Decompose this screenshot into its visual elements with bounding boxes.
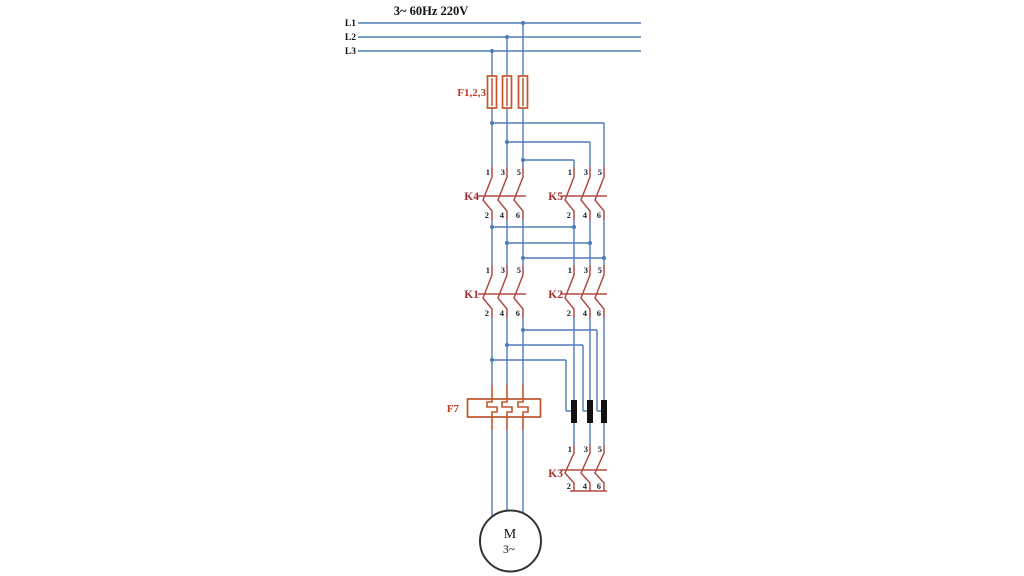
terminal-number: 4: [583, 210, 588, 220]
contactor-label: K1: [464, 289, 479, 301]
motor: M 3~: [479, 509, 542, 573]
contact-pole: [564, 445, 575, 491]
fuse-bank: F1,2,3: [457, 75, 529, 109]
terminal-number: 4: [583, 308, 588, 318]
contactor-label: K2: [548, 289, 563, 301]
contact-pole: [513, 265, 524, 318]
terminal-number: 5: [517, 265, 521, 275]
junction-dot: [601, 255, 607, 261]
contact-pole: [497, 265, 508, 318]
contact-pole: [580, 167, 591, 220]
contactor-k5: K5 1 3 5 2 4 6: [548, 167, 607, 220]
terminal-number: 4: [500, 308, 505, 318]
terminal-number: 6: [516, 210, 520, 220]
contact-pole: [564, 265, 575, 318]
terminal-number: 2: [567, 481, 571, 491]
junction-dot: [504, 139, 510, 145]
contactor-k4: K4 1 3 5 2 4 6: [464, 167, 526, 220]
terminal-number: 2: [485, 210, 489, 220]
terminal-number: 2: [567, 210, 571, 220]
motor-label: M: [504, 527, 517, 542]
contact-pole: [497, 167, 508, 220]
junction-dot: [489, 48, 495, 54]
terminal-number: 6: [516, 308, 520, 318]
terminal-number: 5: [517, 167, 521, 177]
junction-dot: [489, 120, 495, 126]
junction-dot: [504, 342, 510, 348]
terminal-number: 3: [501, 167, 505, 177]
overload-heater-element: [517, 385, 529, 430]
junction-dot: [520, 20, 526, 26]
overload-relay-f7: F7: [447, 385, 542, 430]
terminal-number: 1: [568, 265, 572, 275]
junction-dot: [504, 240, 510, 246]
contact-pole: [594, 445, 605, 491]
terminal-bar: [587, 400, 593, 423]
overload-label: F7: [447, 403, 460, 415]
terminal-number: 3: [584, 167, 588, 177]
terminal-bar: [571, 400, 577, 423]
terminal-number: 1: [568, 444, 572, 454]
supply-bus: L1 L2 L3: [345, 19, 641, 57]
contact-pole: [594, 167, 605, 220]
terminal-number: 4: [500, 210, 505, 220]
wiring: [491, 23, 605, 516]
terminal-number: 5: [598, 444, 602, 454]
terminal-number: 5: [598, 265, 602, 275]
contact-pole: [580, 445, 591, 491]
terminal-number: 2: [485, 308, 489, 318]
junction-dot: [504, 34, 510, 40]
schematic-title: 3~ 60Hz 220V: [394, 4, 469, 18]
motor-phase-label: 3~: [503, 544, 515, 556]
junction-dot: [520, 327, 526, 333]
terminal-number: 4: [583, 481, 588, 491]
fuse-bank-label: F1,2,3: [457, 87, 486, 99]
junction-dot: [587, 240, 593, 246]
contactor-label: K4: [464, 191, 479, 203]
motor-circle: [479, 509, 542, 573]
terminal-bar: [601, 400, 607, 423]
contact-pole: [564, 167, 575, 220]
terminal-number: 6: [597, 210, 601, 220]
bus-label-l2: L2: [345, 33, 356, 43]
fuse-f2: [501, 75, 513, 109]
contactor-k1: K1 1 3 5 2 4 6: [464, 265, 526, 318]
contactor-k3: K3 1 3 5 2 4 6: [548, 444, 607, 492]
contactor-label: K5: [548, 191, 563, 203]
junction-dot: [489, 357, 495, 363]
fuse-f3: [517, 75, 529, 109]
contactor-k2: K2 1 3 5 2 4 6: [548, 265, 607, 318]
bus-label-l1: L1: [345, 19, 356, 29]
terminal-number: 6: [597, 308, 601, 318]
terminal-number: 5: [598, 167, 602, 177]
contact-pole: [482, 167, 493, 220]
terminal-number: 3: [584, 444, 588, 454]
terminal-number: 6: [597, 481, 601, 491]
junction-dots: [489, 20, 607, 363]
terminal-number: 2: [567, 308, 571, 318]
terminal-number: 1: [486, 265, 490, 275]
bus-label-l3: L3: [345, 47, 356, 57]
contact-pole: [580, 265, 591, 318]
junction-dot: [520, 255, 526, 261]
junction-dot: [571, 224, 577, 230]
terminal-number: 3: [501, 265, 505, 275]
junction-dot: [520, 157, 526, 163]
overload-heater-element: [501, 385, 513, 430]
contact-pole: [482, 265, 493, 318]
terminal-number: 1: [568, 167, 572, 177]
terminal-number: 3: [584, 265, 588, 275]
fuse-f1: [486, 75, 498, 109]
overload-heater-element: [486, 385, 498, 430]
terminal-bars: [571, 400, 607, 423]
terminal-number: 1: [486, 167, 490, 177]
contact-pole: [594, 265, 605, 318]
junction-dot: [489, 224, 495, 230]
contactor-label: K3: [548, 468, 563, 480]
contact-pole: [513, 167, 524, 220]
